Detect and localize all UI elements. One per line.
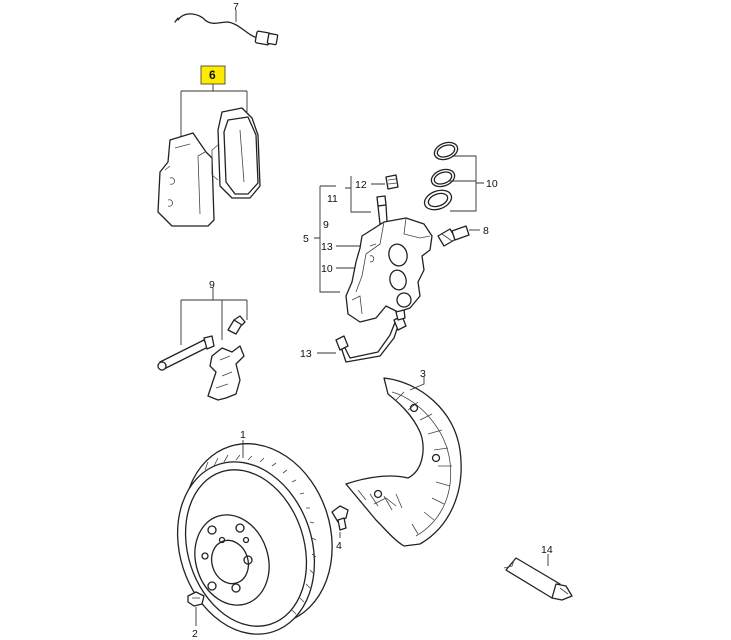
- bleed-screw-part[interactable]: [376, 195, 388, 225]
- brake-caliper-part[interactable]: [345, 217, 433, 323]
- callout-1[interactable]: 1: [240, 429, 246, 441]
- callout-11[interactable]: 11: [327, 193, 338, 205]
- callout-6[interactable]: 6: [209, 68, 216, 82]
- leader-10: [449, 155, 484, 212]
- callout-4[interactable]: 4: [336, 540, 342, 552]
- bleed-cap-part[interactable]: [385, 174, 399, 190]
- leader-11: [345, 176, 385, 213]
- splash-shield-part[interactable]: [345, 377, 462, 547]
- callout-10-caliper[interactable]: 10: [321, 263, 333, 275]
- callout-12[interactable]: 12: [355, 179, 367, 191]
- leader-3: [409, 377, 425, 391]
- brake-disc-part[interactable]: [156, 424, 355, 640]
- retaining-spring-part[interactable]: [207, 345, 245, 401]
- brake-line-part[interactable]: [335, 309, 407, 363]
- callout-14[interactable]: 14: [541, 544, 553, 556]
- disc-screw-part[interactable]: [187, 591, 205, 607]
- callout-10-seals[interactable]: 10: [486, 178, 498, 190]
- callout-9-caliper[interactable]: 9: [323, 219, 329, 231]
- pin-bolt-part[interactable]: [227, 315, 246, 335]
- leader-5: [314, 185, 340, 293]
- callout-5[interactable]: 5: [303, 233, 309, 245]
- callout-9-pins[interactable]: 9: [209, 279, 215, 291]
- callout-7[interactable]: 7: [233, 1, 239, 13]
- callout-13-caliper[interactable]: 13: [321, 241, 333, 253]
- shield-bolt-part[interactable]: [331, 505, 349, 531]
- callout-2[interactable]: 2: [192, 628, 198, 640]
- caliper-bolt-part[interactable]: [437, 225, 470, 247]
- wear-sensor-part[interactable]: [174, 13, 279, 46]
- guide-pin-part[interactable]: [157, 335, 215, 371]
- callout-13[interactable]: 13: [300, 348, 312, 360]
- grease-tube-part[interactable]: [503, 557, 573, 601]
- callout-8[interactable]: 8: [483, 225, 489, 237]
- leader-9-pins: [180, 288, 248, 345]
- brake-pad-outer-part[interactable]: [211, 107, 261, 199]
- callout-3[interactable]: 3: [420, 368, 426, 380]
- leader-6: [180, 84, 248, 140]
- caliper-seal-kit-part[interactable]: [422, 139, 460, 213]
- brake-pad-inner-part[interactable]: [157, 132, 215, 227]
